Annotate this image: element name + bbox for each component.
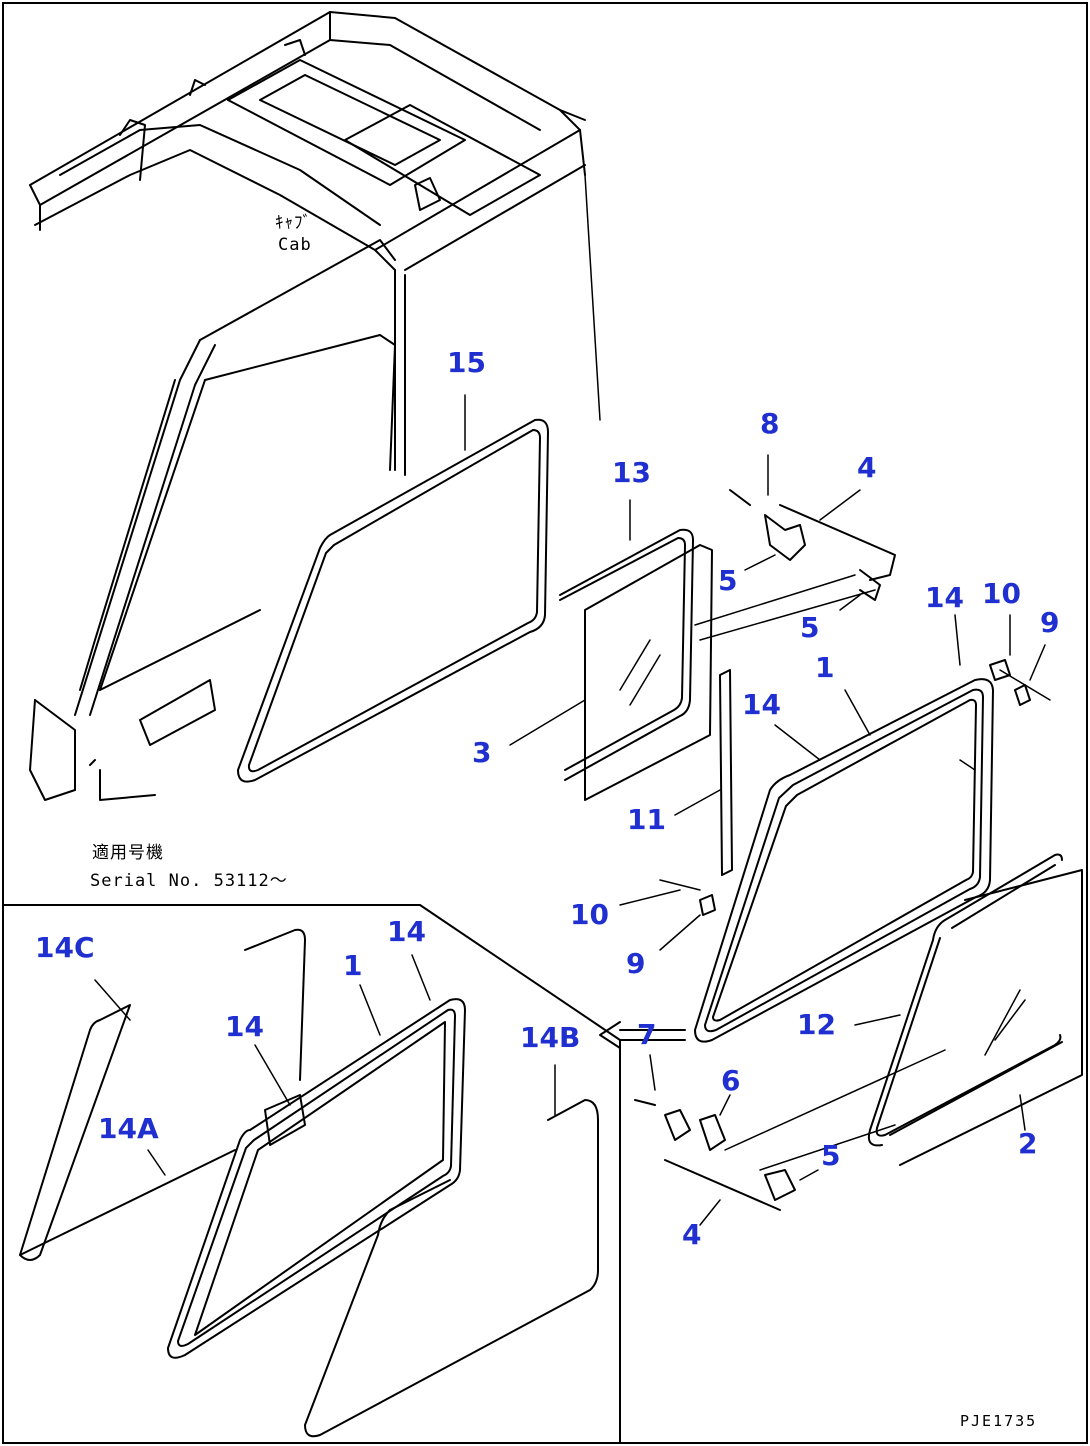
callout-1-inset: 1	[343, 949, 362, 982]
callout-11: 11	[627, 803, 666, 836]
serial-note-line1: 適用号機	[92, 843, 164, 863]
callout-10-top: 10	[982, 577, 1021, 610]
callout-14-inset-mid: 14	[225, 1010, 264, 1043]
callout-13: 13	[612, 456, 651, 489]
serial-note-line2: Serial No. 53112～	[90, 871, 288, 891]
callout-10-mid: 10	[570, 898, 609, 931]
callout-14-top: 14	[925, 581, 964, 614]
callout-6: 6	[721, 1064, 740, 1097]
callout-4-top: 4	[857, 451, 876, 484]
callout-14-mid: 14	[742, 688, 781, 721]
callout-15: 15	[447, 346, 486, 379]
callout-4-bottom: 4	[682, 1218, 701, 1251]
cab-note-line1: ｷｬﾌﾞ	[275, 213, 312, 233]
callout-8: 8	[760, 407, 779, 440]
part-4-latch-top	[694, 489, 896, 641]
callout-1-main: 1	[815, 651, 834, 684]
callout-7: 7	[637, 1018, 656, 1051]
part-13-3-glass	[559, 528, 713, 801]
callout-12: 12	[797, 1008, 836, 1041]
drawing-code: PJE1735	[960, 1412, 1037, 1430]
callout-9-mid: 9	[626, 947, 645, 980]
callout-14c: 14C	[35, 931, 95, 964]
cab-body	[29, 11, 601, 801]
part-11-strip	[719, 669, 733, 876]
callout-5-a: 5	[718, 564, 737, 597]
cab-note-line2: Cab	[278, 235, 312, 255]
callout-5-c: 5	[821, 1139, 840, 1172]
callout-3: 3	[472, 736, 491, 769]
leader-lines	[94, 394, 1046, 1226]
part-4-latch-bottom	[634, 879, 946, 1211]
callout-5-b: 5	[800, 611, 819, 644]
callout-14b: 14B	[520, 1021, 580, 1054]
callout-2: 2	[1018, 1127, 1037, 1160]
part-15-seal	[237, 418, 549, 783]
direction-arrow	[599, 1021, 686, 1049]
callout-9-top: 9	[1040, 606, 1059, 639]
part-12-2-glass	[867, 853, 1083, 1166]
inset-detail	[2, 904, 621, 1444]
callout-14a: 14A	[98, 1112, 159, 1145]
callout-14-inset-top: 14	[387, 915, 426, 948]
